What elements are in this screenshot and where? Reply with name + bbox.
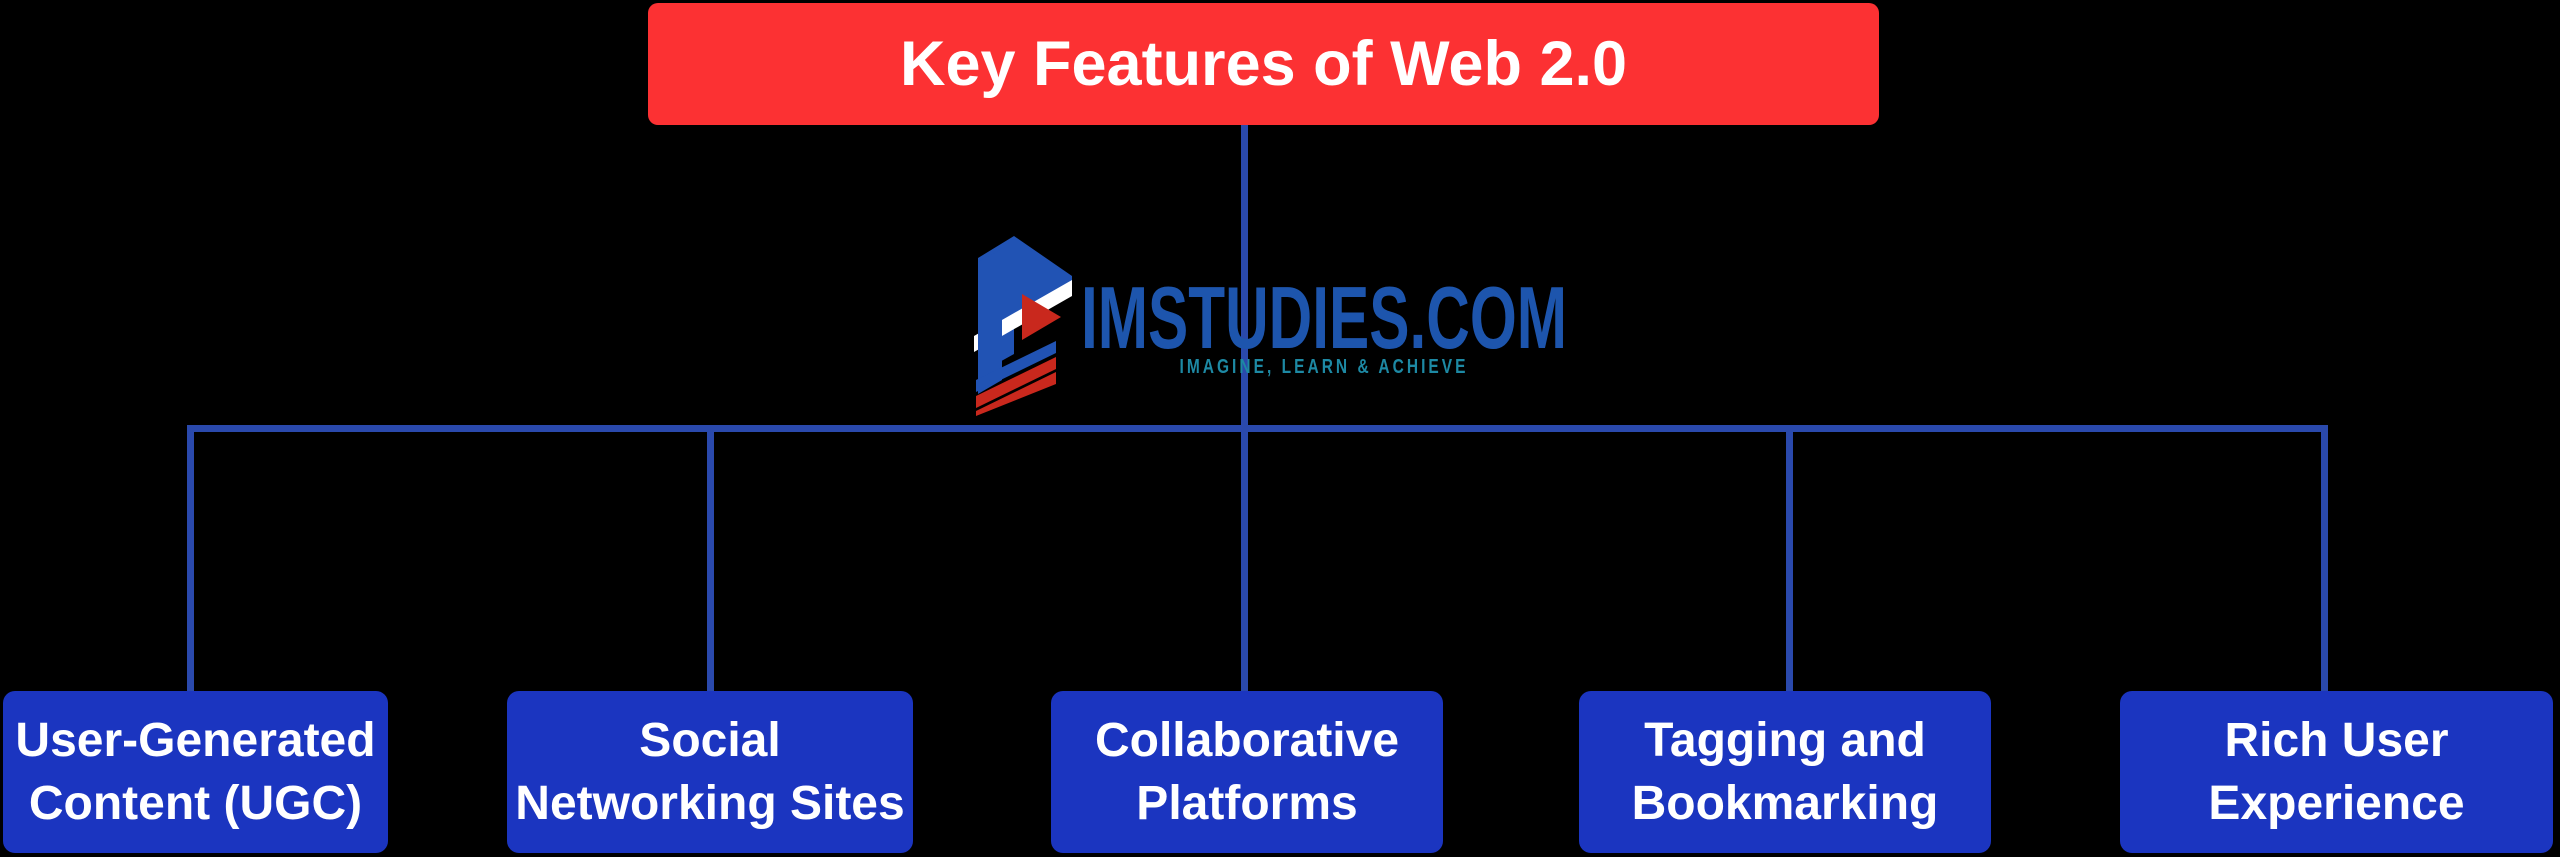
feature-label-line: Experience: [2208, 777, 2465, 830]
feature-box-collaborative-platforms: Collaborative Platforms: [1051, 691, 1443, 853]
feature-label-line: Tagging and: [1644, 714, 1926, 767]
connector-horizontal: [187, 425, 2328, 432]
feature-label-line: Networking Sites: [515, 777, 905, 830]
connector-drop-2: [707, 425, 714, 691]
logo-tagline: IMAGINE, LEARN & ACHIEVE: [1180, 355, 1469, 378]
feature-label-line: Bookmarking: [1631, 777, 1939, 830]
feature-box-tagging-and-bookmarking: Tagging and Bookmarking: [1579, 691, 1991, 853]
feature-box-social-networking-sites: Social Networking Sites: [507, 691, 913, 853]
feature-label-line: Social: [639, 714, 781, 767]
feature-label-line: Platforms: [1136, 777, 1358, 830]
root-node-box: Key Features of Web 2.0: [648, 3, 1879, 125]
connector-stem: [1241, 125, 1248, 432]
logo-tagline-text: IMAGINE, LEARN & ACHIEVE: [1180, 355, 1469, 378]
feature-label-line: Rich User: [2224, 714, 2449, 767]
connector-drop-3: [1241, 425, 1248, 691]
feature-box-user-generated-content: User-Generated Content (UGC): [3, 691, 388, 853]
logo-r-icon: [974, 236, 1072, 416]
connector-drop-1: [187, 425, 194, 691]
feature-box-rich-user-experience: Rich User Experience: [2120, 691, 2553, 853]
feature-label-line: User-Generated: [15, 714, 376, 767]
feature-label-line: Content (UGC): [28, 777, 363, 830]
feature-label-line: Collaborative: [1094, 714, 1400, 767]
logo-wordmark: IMSTUDIES.COM: [1081, 268, 1567, 358]
connector-drop-5: [2321, 425, 2328, 691]
connector-drop-4: [1786, 425, 1793, 691]
root-node-title: Key Features of Web 2.0: [899, 29, 1628, 99]
logo: IMSTUDIES.COM IMAGINE, LEARN & ACHIEVE: [968, 230, 1572, 420]
logo-wordmark-text: IMSTUDIES.COM: [1081, 268, 1567, 358]
